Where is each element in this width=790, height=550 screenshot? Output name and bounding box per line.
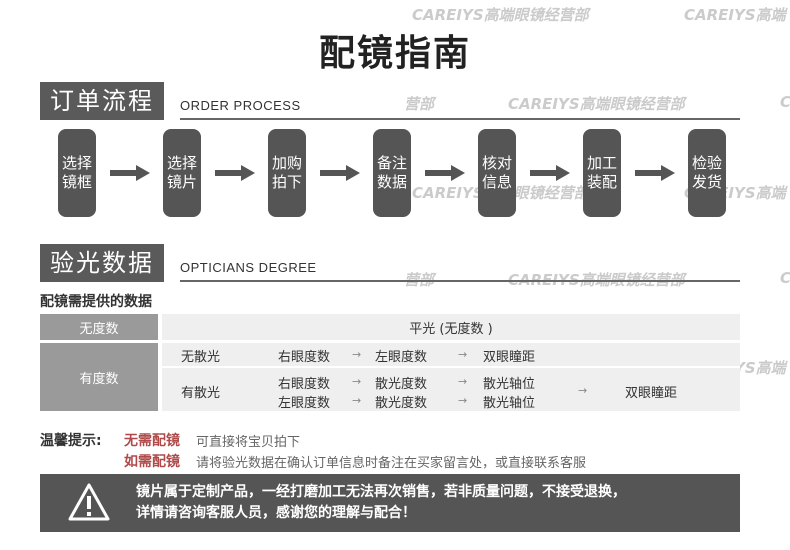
need-prescription: 如需配镜 (124, 454, 180, 470)
arrow-right-icon (110, 165, 150, 181)
astigmatism-degree: 散光度数 (375, 377, 428, 392)
watermark: C (780, 269, 790, 287)
step-select-frame: 选择镜框 (58, 129, 96, 217)
notice-line-2: 详情请咨询客服人员，感谢您的理解与配合！ (136, 505, 416, 521)
left-eye-degree: 左眼度数 (375, 350, 428, 365)
left-eye-degree: 左眼度数 (278, 396, 331, 411)
opticians-degree-header: 验光数据 OPTICIANS DEGREE (40, 244, 740, 284)
step-process-assemble: 加工装配 (583, 129, 621, 217)
arrow-right-icon (425, 165, 465, 181)
no-need-prescription: 无需配镜 (124, 433, 180, 449)
row-divider (162, 366, 740, 368)
section-subtitle: ORDER PROCESS (180, 98, 301, 113)
astigmatism-axis: 散光轴位 (483, 396, 536, 411)
watermark: C (780, 93, 790, 111)
no-degree-value: 平光 (无度数 ) (162, 314, 740, 340)
no-degree-label: 无度数 (40, 314, 158, 340)
arrow-right-icon: → (458, 348, 468, 361)
step-add-order: 加购拍下 (268, 129, 306, 217)
astigmatism-axis: 散光轴位 (483, 377, 536, 392)
no-need-text: 可直接将宝贝拍下 (196, 435, 301, 450)
arrow-right-icon: → (352, 375, 362, 388)
astigmatism-label: 有散光 (181, 386, 221, 401)
notice-banner: 镜片属于定制产品，一经打磨加工无法再次销售，若非质量问题，不接受退换， 详情请咨… (40, 474, 740, 532)
watermark: CAREIYS高端 (684, 6, 786, 24)
arrow-right-icon (215, 165, 255, 181)
step-inspect-ship: 检验发货 (688, 129, 726, 217)
no-astigmatism-label: 无散光 (181, 350, 221, 365)
astigmatism-degree: 散光度数 (375, 396, 428, 411)
watermark: CAREIYS高端眼镜经营部 (412, 6, 589, 24)
arrow-right-icon: → (578, 384, 588, 397)
arrow-right-icon: → (458, 375, 468, 388)
has-degree-panel (162, 343, 740, 411)
notice-line-1: 镜片属于定制产品，一经打磨加工无法再次销售，若非质量问题，不接受退换， (136, 484, 626, 500)
order-process-header: 订单流程 ORDER PROCESS (40, 82, 740, 122)
provide-data-title: 配镜需提供的数据 (40, 294, 152, 310)
step-verify-info: 核对信息 (478, 129, 516, 217)
arrow-right-icon: → (458, 394, 468, 407)
section-title: 订单流程 (40, 82, 164, 120)
section-title: 验光数据 (40, 244, 164, 282)
step-note-data: 备注数据 (373, 129, 411, 217)
page-title: 配镜指南 (318, 33, 471, 74)
need-text: 请将验光数据在确认订单信息时备注在买家留言处，或直接联系客服 (196, 456, 587, 471)
right-eye-degree: 右眼度数 (278, 350, 331, 365)
step-select-lens: 选择镜片 (163, 129, 201, 217)
warning-icon (68, 483, 110, 521)
arrow-right-icon: → (352, 348, 362, 361)
right-eye-degree: 右眼度数 (278, 377, 331, 392)
notice-text: 镜片属于定制产品，一经打磨加工无法再次销售，若非质量问题，不接受退换， 详情请咨… (136, 482, 626, 524)
arrow-right-icon: → (352, 394, 362, 407)
arrow-right-icon (635, 165, 675, 181)
tips-label: 温馨提示: (40, 433, 102, 449)
pupillary-distance: 双眼瞳距 (625, 386, 678, 401)
arrow-right-icon (320, 165, 360, 181)
section-divider (180, 280, 740, 282)
pupillary-distance: 双眼瞳距 (483, 350, 536, 365)
has-degree-label: 有度数 (40, 343, 158, 411)
section-divider (180, 118, 740, 120)
section-subtitle: OPTICIANS DEGREE (180, 260, 317, 275)
arrow-right-icon (530, 165, 570, 181)
